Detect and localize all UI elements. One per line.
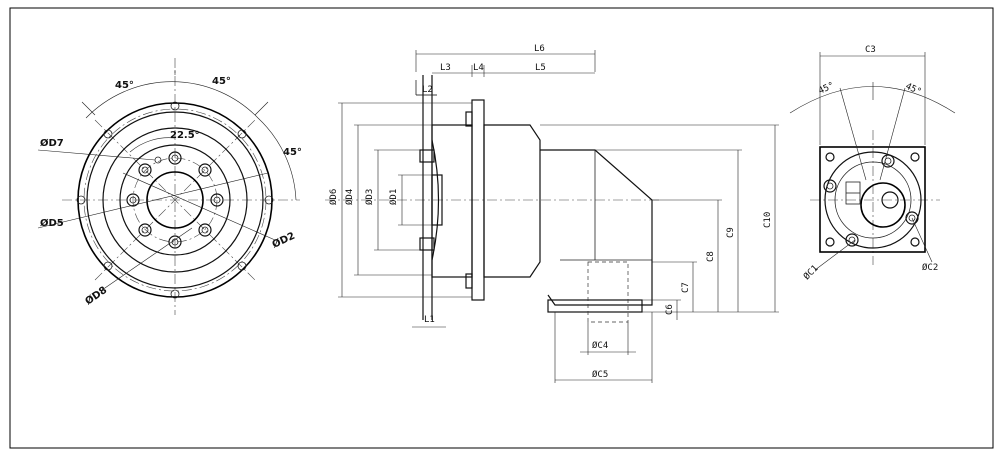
c3-label: C3 bbox=[865, 45, 876, 55]
c6-label: C6 bbox=[665, 304, 675, 315]
d7-label: ØD7 bbox=[40, 137, 64, 149]
c7-label: C7 bbox=[681, 282, 691, 293]
sheet-border bbox=[9, 7, 994, 449]
d6-label: ØD6 bbox=[328, 189, 339, 205]
d1-label: ØD1 bbox=[388, 189, 399, 205]
l2-label: L2 bbox=[422, 85, 433, 95]
l5-label: L5 bbox=[535, 63, 546, 73]
d3-label: ØD3 bbox=[364, 189, 375, 205]
d5-label: ØD5 bbox=[40, 217, 64, 229]
top-view: C3 45° 45° ØC1 ØC2 bbox=[789, 45, 956, 282]
l3-label: L3 bbox=[440, 63, 451, 73]
l6-label: L6 bbox=[534, 44, 545, 54]
d4-label: ØD4 bbox=[344, 189, 355, 205]
c5-label: ØC5 bbox=[592, 369, 608, 380]
front-view: 45° 45° 45° 22.5° ØD7 ØD5 ØD2 ØD8 bbox=[37, 58, 302, 315]
angle-22-5-label: 22.5° bbox=[170, 130, 200, 141]
c8-label: C8 bbox=[706, 251, 716, 262]
angle-45-label: 45° bbox=[115, 80, 134, 91]
l1-label: L1 bbox=[424, 315, 435, 325]
d2-label: ØD2 bbox=[270, 230, 297, 251]
angle-45-label: 45° bbox=[283, 147, 302, 158]
l4-label: L4 bbox=[473, 63, 484, 73]
angle-45-label: 45° bbox=[212, 76, 231, 87]
c10-label: C10 bbox=[763, 212, 773, 228]
c2-label: ØC2 bbox=[922, 262, 938, 273]
c1-label: ØC1 bbox=[801, 263, 820, 282]
c9-label: C9 bbox=[726, 227, 736, 238]
c4-label: ØC4 bbox=[592, 340, 608, 351]
side-view: L6 L3 L4 L5 L2 L1 ØD6 ØD4 ØD3 ØD1 C10 C9 bbox=[325, 44, 779, 383]
